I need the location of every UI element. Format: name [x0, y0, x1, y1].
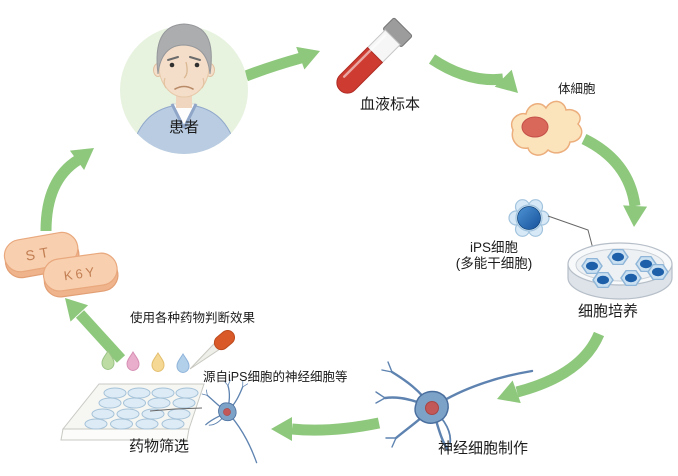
somatic-cell-label: 体細胞 [558, 82, 596, 96]
drug-screening-label: 药物筛选 [129, 438, 190, 455]
petri-dish-illustration [567, 242, 673, 300]
callout-line-plate-to-neuron [149, 407, 203, 412]
dropper-icon [189, 330, 236, 370]
pill-k6y: K6Y [42, 252, 119, 298]
neuron-production-label: 神经细胞制作 [438, 440, 529, 457]
patient-label: 患者 [168, 119, 199, 136]
ips-cell-label: iPS细胞 (多能干细胞) [434, 240, 554, 271]
arrow-screening-to-pills [65, 298, 126, 363]
blood-sample-label: 血液标本 [360, 96, 421, 113]
cultured-cells [581, 249, 669, 288]
blood-tube-illustration [336, 17, 413, 94]
small-neuron-illustration [198, 376, 263, 471]
arrow-blood-to-somatic [428, 54, 518, 93]
drug-note: 使用各种药物判断效果 [130, 311, 256, 325]
arrow-pills-to-patient [40, 148, 94, 232]
pill-imprint-k6y: K6Y [63, 264, 98, 284]
pills-illustration: ST K6Y [3, 231, 119, 298]
patient-illustration [120, 23, 248, 154]
ips-cell-illustration [508, 199, 598, 265]
ips-cell-label-line1: iPS细胞 [469, 240, 518, 255]
drug-droplets [101, 350, 190, 373]
neuron-illustration [374, 360, 534, 452]
arrow-neuron-to-screening [271, 417, 381, 441]
somatic-cell-illustration [511, 100, 583, 156]
arrow-patient-to-blood [244, 46, 320, 82]
neuron-note: 源自iPS细胞的神经细胞等 [203, 370, 348, 384]
arrow-somatic-to-culture [581, 134, 648, 227]
arrow-culture-to-neuron [497, 331, 605, 404]
cell-culture-label: 细胞培养 [578, 303, 639, 320]
pill-imprint-st: ST [24, 243, 54, 264]
cycle-arrows [40, 46, 648, 441]
well-plate-illustration [60, 330, 263, 471]
ips-cell-label-line2: (多能干细胞) [455, 255, 533, 271]
